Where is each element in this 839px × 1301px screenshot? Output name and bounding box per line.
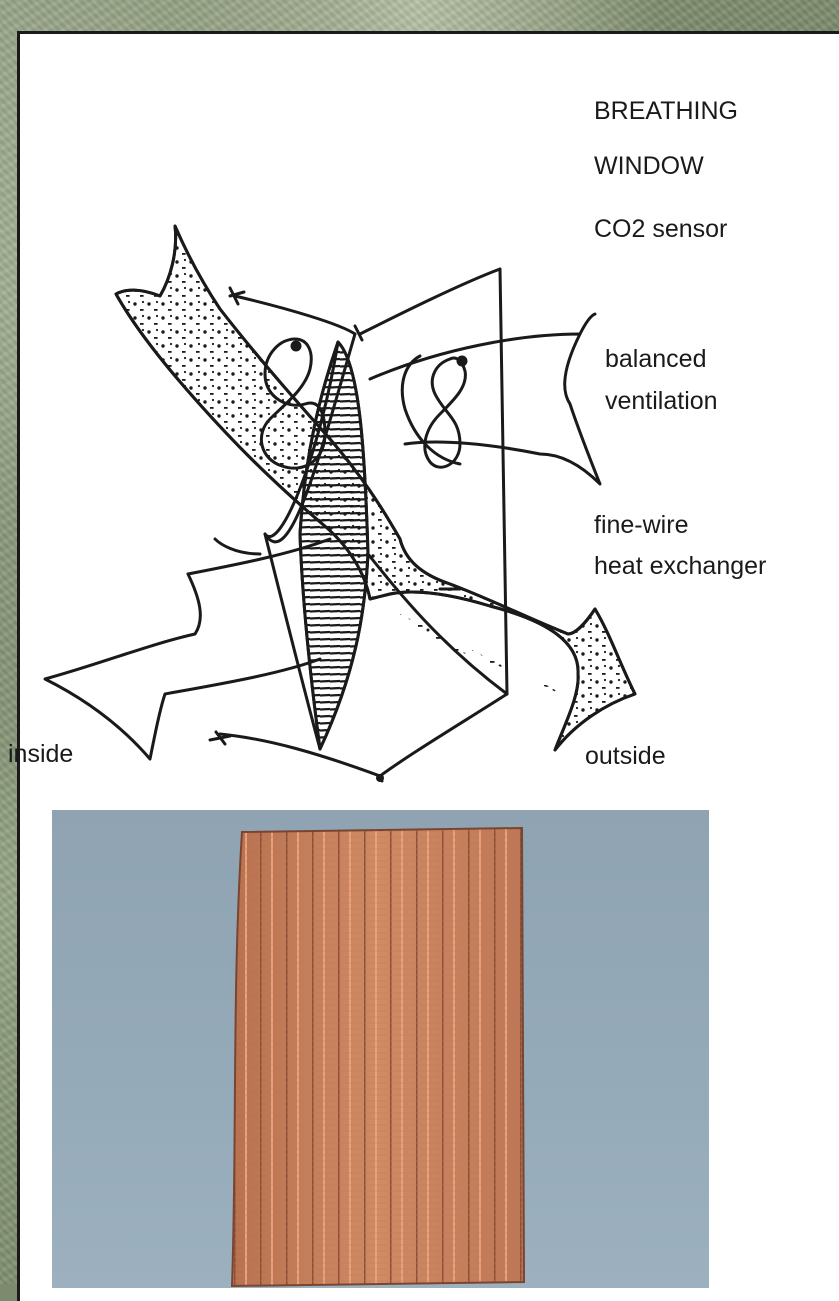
inflow-air-arrow: [116, 226, 635, 750]
ventilation-arrow: [370, 314, 600, 484]
heat-exchanger-photo: [52, 810, 709, 1288]
window-sketch: [20, 34, 660, 794]
diagram-panel: BREATHING WINDOW CO2 sensor balanced ven…: [17, 31, 839, 1301]
outflow-air-arrow: [45, 539, 330, 759]
copper-mesh: [52, 810, 709, 1288]
